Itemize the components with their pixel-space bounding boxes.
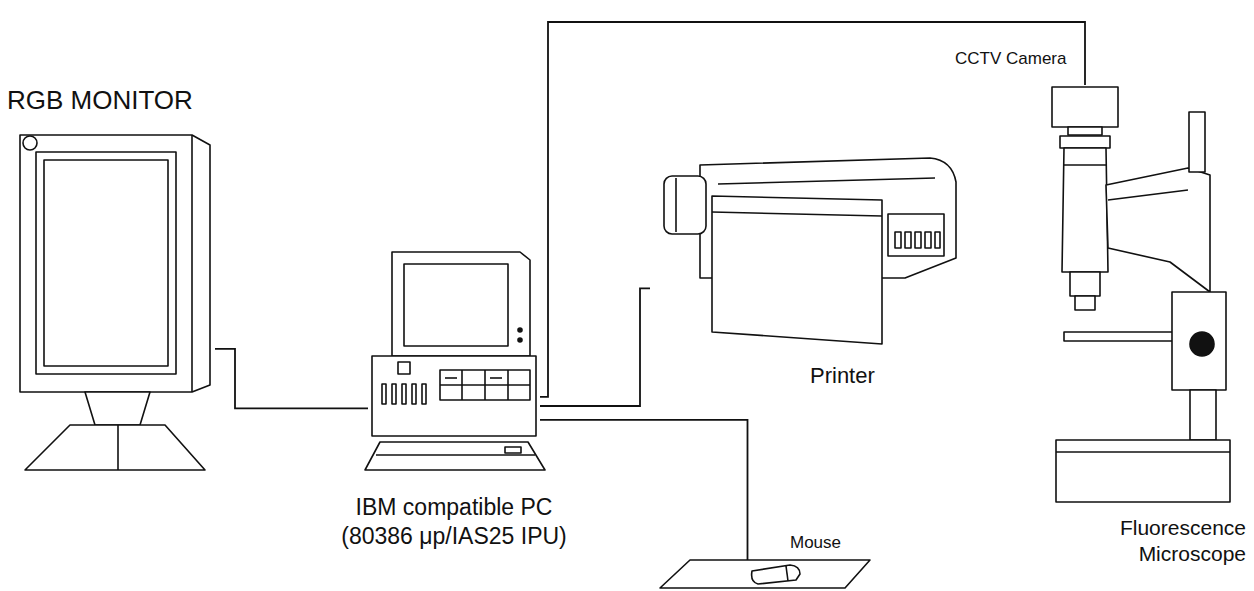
microscope-base xyxy=(1056,440,1230,502)
printer-drawing xyxy=(664,158,956,344)
printer-buttons xyxy=(895,232,940,248)
printer-panel xyxy=(888,214,944,256)
cable-line xyxy=(540,420,748,560)
monitor-case xyxy=(20,135,210,392)
printer-knob-line xyxy=(675,178,677,232)
pc-keyboard xyxy=(365,442,545,470)
monitor-bezel xyxy=(36,152,176,374)
microscope-flange xyxy=(1060,136,1110,148)
camera-drawing xyxy=(1052,87,1118,135)
mouse-button xyxy=(786,566,788,581)
microscope-arm-line xyxy=(1108,190,1188,200)
camera-mount xyxy=(1068,127,1102,135)
device-label: CCTV Camera xyxy=(955,48,1080,69)
pc-screen xyxy=(404,264,508,346)
cable-line xyxy=(540,288,650,406)
pc-drive-bays xyxy=(440,370,530,400)
device-node: Mouse xyxy=(655,560,870,588)
printer-knob xyxy=(664,176,706,234)
device-node: CCTV Camera xyxy=(1050,85,1120,135)
microscope-eyepiece xyxy=(1189,112,1205,172)
microscope-base-line xyxy=(1056,451,1230,453)
pc-led xyxy=(518,328,522,332)
microscope-objective xyxy=(1070,272,1100,296)
device-label: Printer xyxy=(810,362,930,390)
printer-lid xyxy=(718,178,935,184)
monitor-knob xyxy=(23,136,37,150)
mouse-pad xyxy=(660,560,870,588)
pc-keys xyxy=(376,454,535,456)
device-label: RGB MONITOR xyxy=(7,84,222,117)
monitor-edge xyxy=(191,135,193,392)
microscope-tube-ring xyxy=(1064,164,1106,166)
pc-case xyxy=(372,356,536,436)
microscope-column xyxy=(1190,390,1216,440)
pc-switch xyxy=(398,362,410,374)
microscope-tube xyxy=(1062,148,1108,272)
device-node: Printer xyxy=(650,148,960,343)
mouse-drawing xyxy=(660,560,870,588)
device-node: Fluorescence Microscope xyxy=(1040,133,1235,503)
device-label: Mouse xyxy=(790,532,870,553)
cable-line xyxy=(215,349,368,409)
pc-drawing xyxy=(365,252,545,470)
pc-led xyxy=(518,338,522,342)
printer-paper xyxy=(712,196,882,344)
device-label: IBM compatible PC (80386 μp/IAS25 IPU) xyxy=(329,493,579,551)
microscope-arm xyxy=(1106,168,1210,292)
microscope-focus-knob xyxy=(1190,332,1214,356)
cable-line xyxy=(540,22,1085,397)
pc-monitor xyxy=(392,252,530,356)
printer-paper-line xyxy=(712,212,882,216)
microscope-lens xyxy=(1075,296,1095,310)
monitor-base-line xyxy=(117,425,119,470)
monitor-base xyxy=(25,425,205,470)
monitor-drawing xyxy=(20,135,210,470)
monitor-screen xyxy=(44,160,168,366)
microscope-stage xyxy=(1064,332,1184,341)
device-label: Fluorescence Microscope xyxy=(1105,515,1246,568)
device-node: IBM compatible PC (80386 μp/IAS25 IPU) xyxy=(368,245,540,475)
microscope-drawing xyxy=(1056,112,1230,502)
camera-body xyxy=(1052,87,1118,127)
device-node: RGB MONITOR xyxy=(15,128,215,473)
microscope-pillar xyxy=(1172,292,1226,390)
pc-vents xyxy=(382,384,426,404)
monitor-neck xyxy=(85,392,150,425)
mouse-body xyxy=(752,565,800,584)
pc-keys xyxy=(505,447,521,453)
